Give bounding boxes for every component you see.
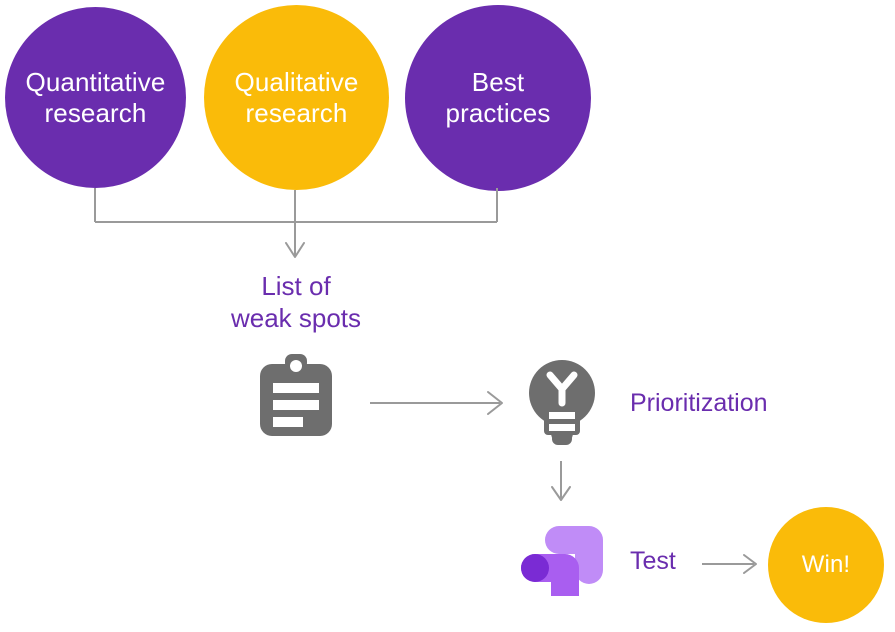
step-label-test: Test — [630, 547, 676, 575]
arrow-list-to-prioritization — [370, 391, 503, 415]
outcome-circle-win[interactable]: Win! — [768, 507, 884, 623]
source-circle-label: Qualitative research — [234, 66, 359, 128]
source-circle-label: Quantitative research — [25, 66, 166, 128]
arrow-prioritization-to-test — [551, 461, 571, 501]
source-circle-quantitative-research[interactable]: Quantitative research — [5, 7, 186, 188]
source-circle-qualitative-research[interactable]: Qualitative research — [204, 5, 389, 190]
optimizely-logo-icon — [513, 512, 613, 596]
outcome-circle-label: Win! — [801, 550, 851, 578]
bracket-connector-sources-to-list — [94, 188, 498, 255]
arrowhead-down-to-list — [285, 242, 305, 258]
source-circle-best-practices[interactable]: Best practices — [405, 5, 591, 191]
lightbulb-icon — [518, 355, 606, 447]
clipboard-icon — [252, 352, 340, 444]
source-circle-label: Best practices — [445, 67, 551, 128]
merge-label-list-of-weak-spots: List of weak spots — [230, 271, 362, 333]
step-label-prioritization: Prioritization — [630, 389, 768, 417]
